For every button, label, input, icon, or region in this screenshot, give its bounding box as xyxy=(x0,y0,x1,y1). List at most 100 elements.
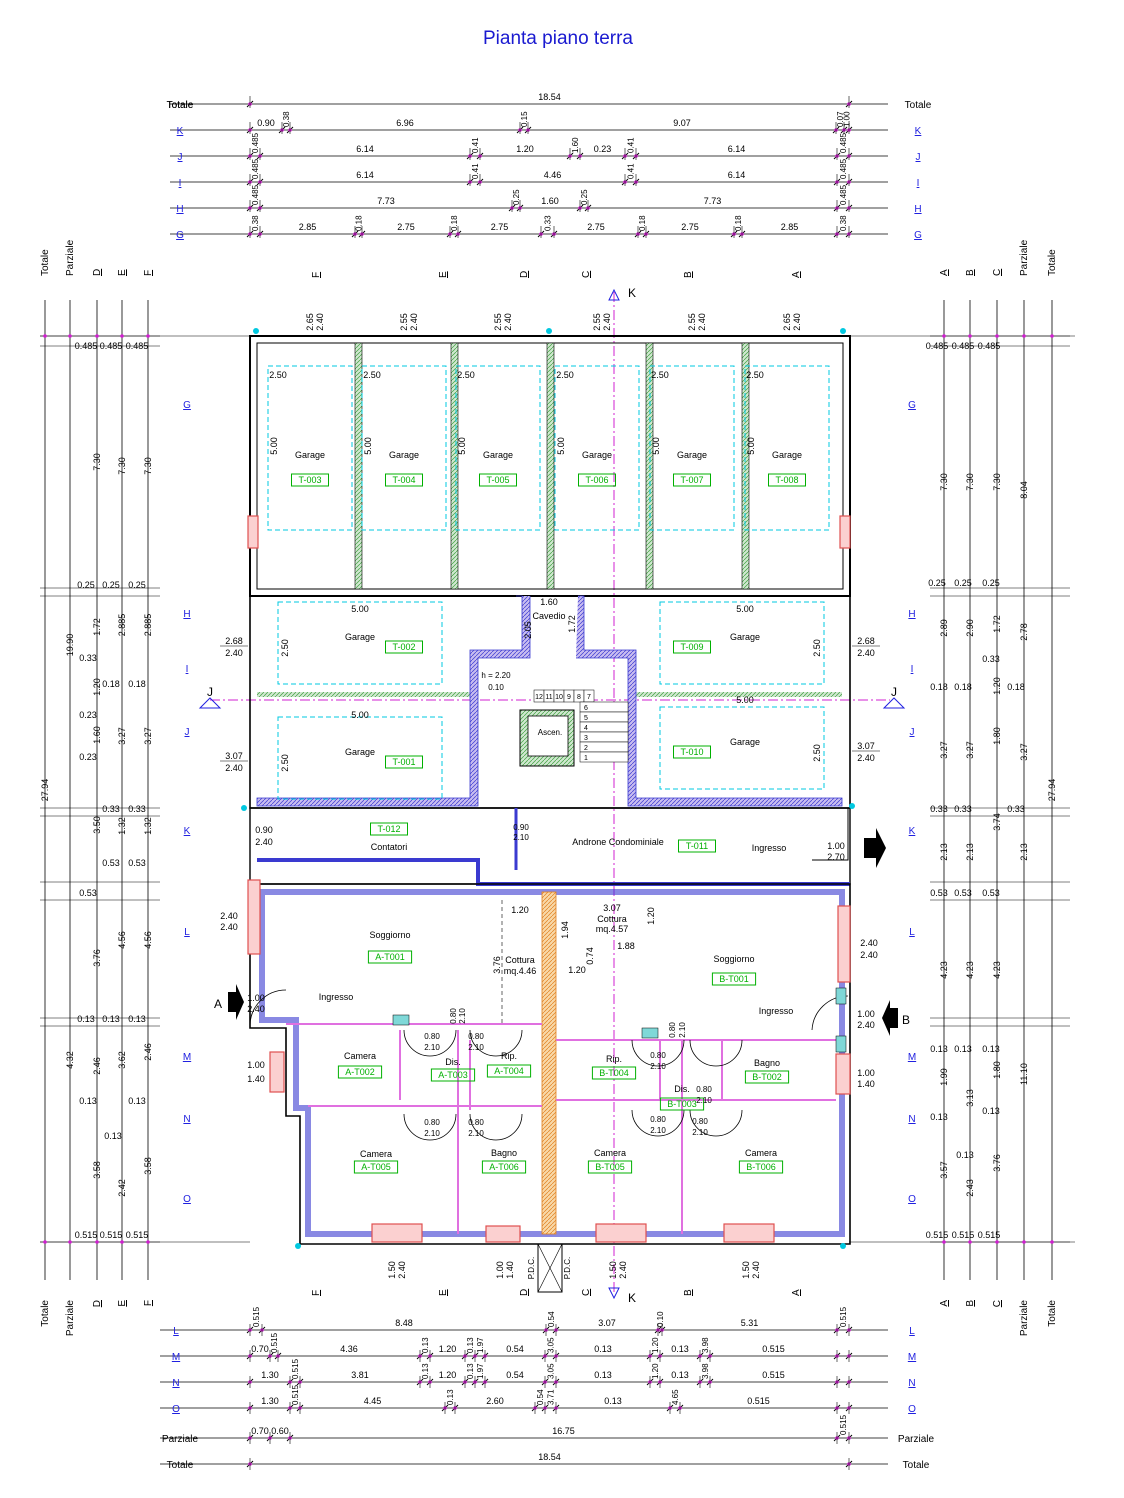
window-dim: 1.00 xyxy=(857,1068,875,1078)
room-area: mq.4.57 xyxy=(596,924,629,934)
side-dim-value: 0.18 xyxy=(102,679,120,689)
door-dim: 2.40 xyxy=(857,753,875,763)
dim-label: 0.515 xyxy=(291,1358,300,1379)
side-dim-value: 8.04 xyxy=(1019,481,1029,499)
stair-number: 12 xyxy=(535,694,543,701)
door-dim: 2.40 xyxy=(255,837,273,847)
room-name: Garage xyxy=(295,450,325,460)
dim-label: 4.45 xyxy=(364,1396,382,1406)
dim-label: 1.20 xyxy=(511,905,529,915)
side-dim-value: 3.50 xyxy=(92,816,102,834)
lift-car xyxy=(527,715,569,757)
room-code-box xyxy=(337,1065,383,1079)
parking-space xyxy=(554,365,640,531)
side-header: C xyxy=(992,269,1003,276)
room-name: Cottura xyxy=(505,955,535,965)
door-dim: 2.10 xyxy=(424,1043,440,1052)
room-code: B-T002 xyxy=(752,1072,782,1082)
side-dim-value: 0.33 xyxy=(79,653,97,663)
dim-label: 6.14 xyxy=(728,170,746,180)
dim-label: 0.13 xyxy=(421,1337,430,1353)
side-dim-value: 0.515 xyxy=(978,1230,1001,1240)
room-code-box xyxy=(370,822,408,836)
grid-node xyxy=(68,1240,72,1244)
dim-label: 3.98 xyxy=(701,1337,710,1353)
room-code: A-T001 xyxy=(375,952,405,962)
dim-label: 2.60 xyxy=(486,1396,504,1406)
door-dim: 2.40 xyxy=(225,648,243,658)
dim-label: 0.07 xyxy=(836,111,845,127)
dim-label: 1.60 xyxy=(540,597,558,607)
corner-marker xyxy=(241,805,247,811)
dim-label: 5.31 xyxy=(741,1318,759,1328)
side-dim-value: 0.13 xyxy=(982,1044,1000,1054)
row-label-left: O xyxy=(172,1404,180,1415)
row-letter: N xyxy=(183,1114,190,1125)
dim-label: 0.13 xyxy=(604,1396,622,1406)
side-dim-value: 2.13 xyxy=(939,843,949,861)
door-dim: 1.00 xyxy=(827,841,845,851)
side-dim-value: 0.13 xyxy=(982,1106,1000,1116)
parking-space xyxy=(659,706,825,790)
side-dim-value: 0.13 xyxy=(102,1014,120,1024)
side-header: A xyxy=(939,1300,950,1307)
room-code: T-005 xyxy=(486,475,509,485)
window-dim: 1.50 xyxy=(387,1261,397,1279)
grid-node xyxy=(942,1240,946,1244)
room-code: A-T005 xyxy=(361,1162,391,1172)
door-swing xyxy=(469,1113,523,1141)
row-label-left: I xyxy=(179,178,182,189)
fixture xyxy=(835,987,847,1005)
door-dim: 2.70 xyxy=(827,852,845,862)
dim-label: 4.65 xyxy=(671,1389,680,1405)
side-dim-value: 3.27 xyxy=(939,741,949,759)
side-header: A xyxy=(939,269,950,276)
side-dim-value: 1.80 xyxy=(992,727,1002,745)
room-code-box xyxy=(291,473,329,487)
side-dim-value: 0.485 xyxy=(126,341,149,351)
room-code: T-011 xyxy=(686,841,708,851)
col-letter: F xyxy=(311,272,322,278)
left-dimension-columns: TotaleTotaleParzialeParzialeDDEEFF27.941… xyxy=(40,239,250,1336)
dim-label: 0.70 xyxy=(251,1344,269,1354)
door-dim: 0.80 xyxy=(692,1117,708,1126)
dim-label: 1.97 xyxy=(476,1337,485,1353)
garage-depth: 5.00 xyxy=(651,437,661,455)
side-header: Parziale xyxy=(65,1300,76,1337)
room-code-box xyxy=(659,1097,705,1111)
side-dim-value: 2.13 xyxy=(1019,843,1029,861)
side-dim-value: 0.33 xyxy=(128,804,146,814)
section-label-j: J xyxy=(891,685,897,699)
door-dim: 2.10 xyxy=(513,833,529,842)
dim-label: 0.13 xyxy=(594,1370,612,1380)
room-code-box xyxy=(385,473,423,487)
row-label-left: N xyxy=(172,1378,179,1389)
side-dim-value: 0.13 xyxy=(956,1150,974,1160)
window-dim: 1.50 xyxy=(741,1261,751,1279)
stair-number: 9 xyxy=(567,694,571,701)
side-dim-value: 1.60 xyxy=(92,726,102,744)
dim-label: 1.94 xyxy=(560,921,570,939)
door-dim: 2.55 xyxy=(592,313,602,331)
garage-divider-wall xyxy=(546,342,555,590)
dim-label: 1.20 xyxy=(651,1337,660,1353)
door-dim: 2.40 xyxy=(503,313,513,331)
side-dim-value: 2.46 xyxy=(92,1057,102,1075)
side-dim-value: 1.72 xyxy=(992,615,1002,633)
grid-node xyxy=(43,1240,47,1244)
row-label-left: H xyxy=(176,204,183,215)
dim-label: 0.38 xyxy=(251,215,260,231)
room-code: T-002 xyxy=(392,642,415,652)
room-code-box xyxy=(367,950,413,964)
room-name: Ingresso xyxy=(752,843,787,853)
col-letter: C xyxy=(581,1289,592,1296)
side-dim-value: 1.20 xyxy=(92,678,102,696)
parking-space xyxy=(267,365,353,531)
col-letter: D xyxy=(519,271,530,278)
dim-label: 1.97 xyxy=(476,1363,485,1379)
door-swing xyxy=(469,1029,523,1057)
grid-node xyxy=(1022,334,1026,338)
side-dim-value: 0.25 xyxy=(982,578,1000,588)
side-dim-value: 0.53 xyxy=(954,888,972,898)
